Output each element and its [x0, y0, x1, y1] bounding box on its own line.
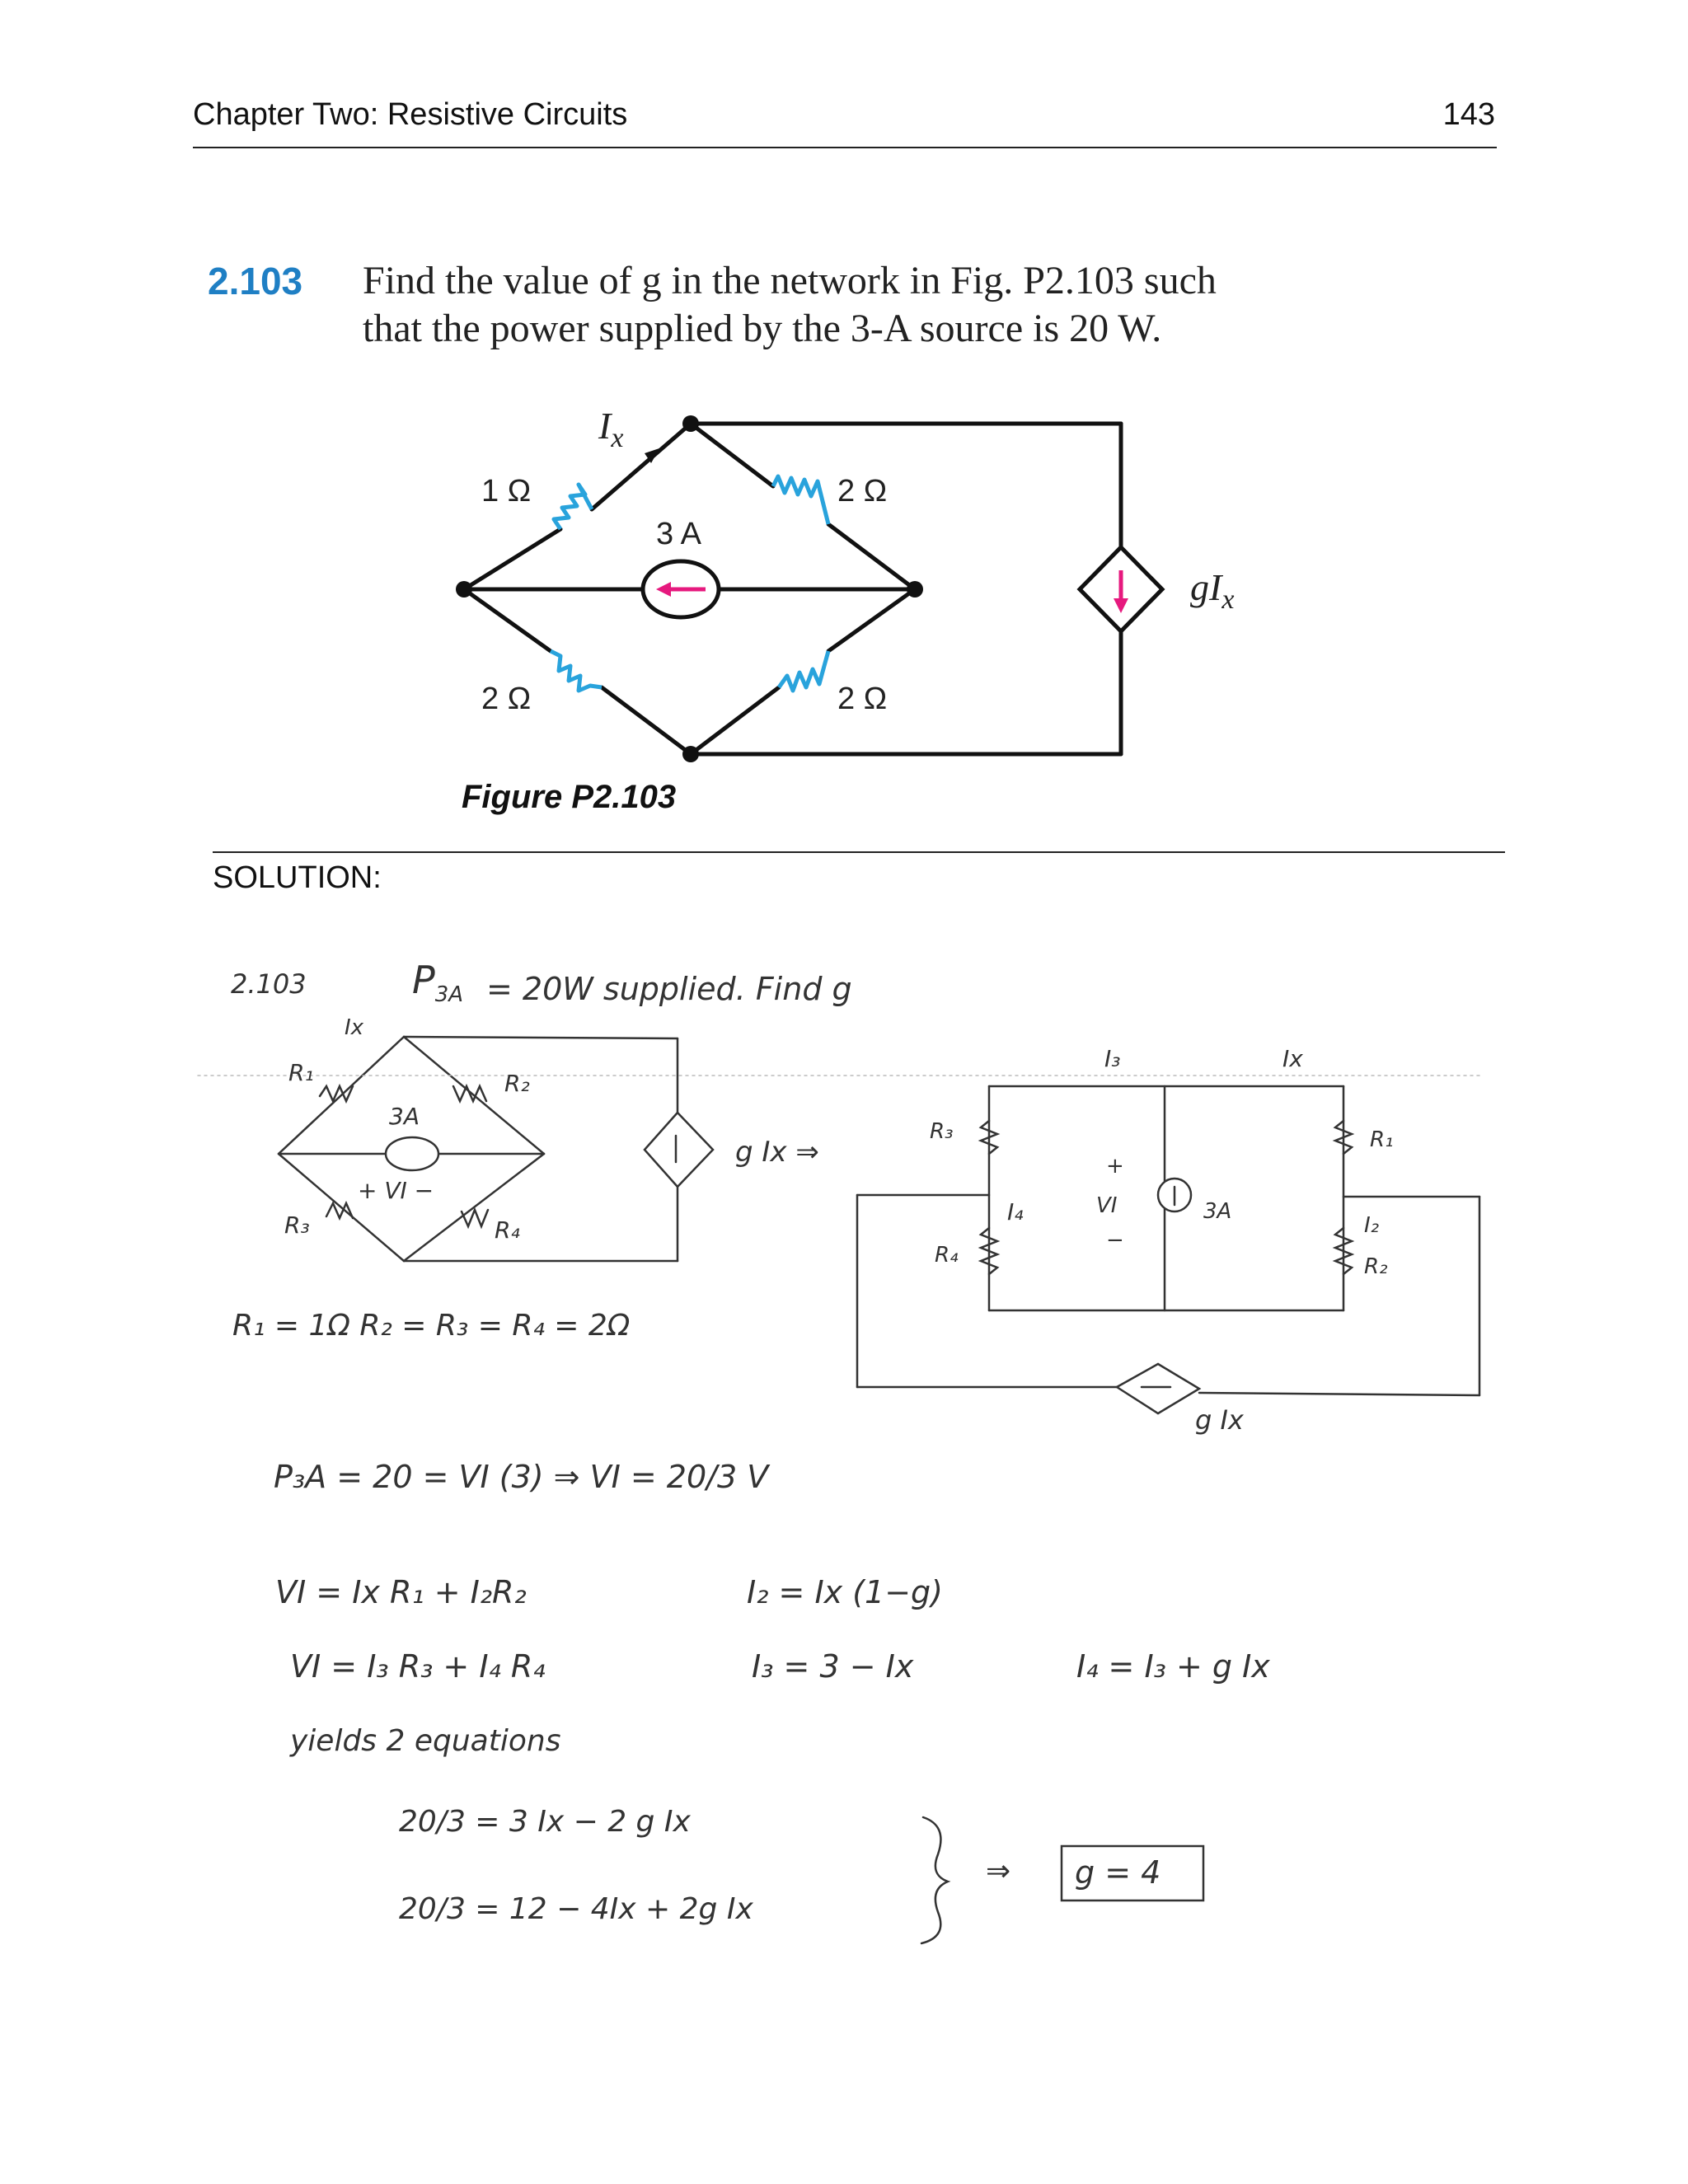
hw-sketch-r2: R₂ [504, 1070, 530, 1097]
hw-right-ix: Ix [1282, 1045, 1303, 1072]
dependent-source-diamond [1076, 544, 1165, 635]
label-r-bottom-left: 2 Ω [481, 682, 531, 716]
current-source-circle [640, 559, 721, 620]
resistor-2-ohm-top [771, 474, 831, 525]
hw-eq-i4: I₄ = I₃ + g Ix [1076, 1648, 1270, 1685]
hw-values: R₁ = 1Ω R₂ = R₃ = R₄ = 2Ω [232, 1309, 631, 1343]
label-r-top-right: 2 Ω [837, 474, 887, 509]
page-number: 143 [1442, 97, 1495, 132]
header-rule [193, 147, 1497, 148]
hw-right-r3: R₃ [930, 1119, 954, 1144]
hw-eq-vi2: VI = I₃ R₃ + I₄ R₄ [290, 1648, 546, 1685]
hw-sketch-3a: 3A [389, 1103, 420, 1130]
hw-p3a: P3A [412, 958, 464, 1008]
dep-arrow-head [1114, 598, 1128, 613]
hw-sketch-vi: + VI − [358, 1177, 434, 1204]
hw-eq-p3a: P₃A = 20 = VI (3) ⇒ VI = 20/3 V [274, 1459, 769, 1495]
hw-right-i2: I₂ [1364, 1213, 1380, 1238]
solution-label: SOLUTION: [213, 860, 382, 895]
arrow-icon: ⇒ [986, 1854, 1011, 1888]
hw-sketch-r3: R₃ [284, 1212, 310, 1239]
hw-right-vi: VI [1096, 1193, 1118, 1218]
hw-sketch-ix: Ix [345, 1015, 364, 1040]
ix-arrow-icon [645, 448, 659, 463]
node-bottom [682, 746, 699, 762]
problem-number: 2.103 [208, 260, 303, 302]
chapter-title: Chapter Two: Resistive Circuits [193, 97, 628, 132]
label-r-top-left: 1 Ω [481, 474, 531, 509]
wire-br-a [688, 685, 781, 757]
label-ix: Ix [598, 405, 623, 453]
problem-text-line1: Find the value of g in the network in Fi… [363, 259, 1217, 302]
label-dependent: gIx [1190, 566, 1234, 615]
wire-bl-b [599, 685, 693, 757]
wire-tl-a [462, 527, 563, 592]
label-source: 3 A [656, 517, 702, 551]
problem-text-line2: that the power supplied by the 3-A sourc… [363, 307, 1162, 350]
hw-sketch-r1: R₁ [288, 1059, 314, 1086]
hw-sys2: 20/3 = 12 − 4Ix + 2g Ix [399, 1892, 753, 1926]
resistor-2-ohm-bottom-left [549, 649, 603, 693]
hw-sketch-r4: R₄ [495, 1216, 520, 1244]
hw-eq-vi1: VI = Ix R₁ + I₂R₂ [275, 1574, 527, 1610]
hw-result: g = 4 [1075, 1854, 1161, 1891]
problem-text: Find the value of g in the network in Fi… [363, 257, 1500, 353]
wire-tr-b [826, 522, 917, 592]
hw-right-vi-minus: − [1106, 1228, 1124, 1253]
source-arrow-head [656, 582, 671, 597]
hw-right-i4: I₄ [1007, 1198, 1024, 1226]
figure-caption: Figure P2.103 [462, 779, 677, 815]
wire-bl-a [462, 587, 553, 654]
hw-right-vi-plus: + [1106, 1154, 1124, 1179]
hw-sketch-gix: g Ix ⇒ [735, 1136, 819, 1169]
hw-problem-number: 2.103 [231, 968, 307, 1000]
hw-right-r1: R₁ [1370, 1127, 1394, 1152]
hw-yields: yields 2 equations [290, 1724, 561, 1758]
hw-line1-rest: = 20W supplied. Find g [486, 971, 852, 1007]
hw-right-3a: 3A [1203, 1199, 1232, 1224]
wire-tl-b [589, 421, 693, 512]
hw-eq-i2: I₂ = Ix (1−g) [747, 1574, 944, 1610]
wire-br-b [826, 587, 917, 654]
hw-right-gix: g Ix [1195, 1404, 1244, 1436]
label-r-bottom-right: 2 Ω [837, 682, 887, 716]
wire-tr-a [688, 421, 776, 489]
hw-right-r2: R₂ [1364, 1254, 1388, 1279]
hw-right-i3: I₃ [1104, 1045, 1121, 1072]
hw-sys1: 20/3 = 3 Ix − 2 g Ix [399, 1805, 691, 1839]
solution-rule [213, 851, 1505, 853]
resistor-1-ohm [551, 482, 594, 531]
node-left [456, 581, 472, 598]
resistor-2-ohm-bottom-right [776, 650, 831, 693]
node-top [682, 415, 699, 432]
node-right [907, 581, 923, 598]
hw-right-r4: R₄ [935, 1243, 959, 1268]
hw-eq-i3: I₃ = 3 − Ix [752, 1648, 914, 1685]
